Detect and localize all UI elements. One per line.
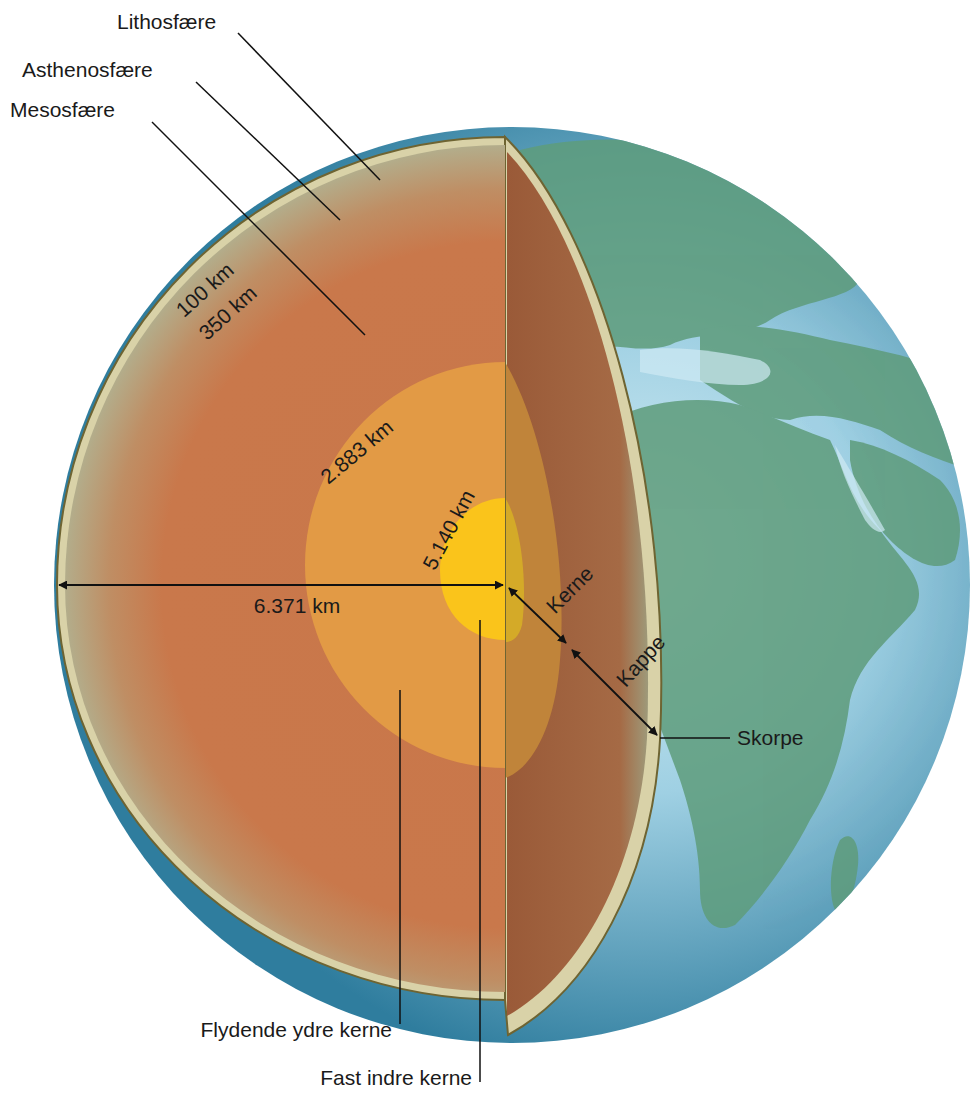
crust-band — [505, 137, 661, 1035]
leader-lines — [152, 33, 730, 1082]
leader-line — [238, 33, 380, 180]
radius-label: 6.371 km — [254, 594, 340, 618]
core-label: Flydende ydre kerne — [201, 1018, 392, 1042]
depth-label: 5.140 km — [418, 486, 480, 574]
inner-core-face — [505, 498, 524, 642]
left-cut-face — [57, 137, 505, 1000]
crust-band — [57, 137, 505, 1000]
layer-label: Mesosfære — [10, 98, 115, 122]
globe — [54, 127, 970, 1043]
leader-line — [479, 620, 481, 1082]
section-label: Kerne — [542, 562, 599, 619]
leader-line — [399, 690, 401, 1024]
section-label: Kappe — [612, 630, 671, 691]
layer-label: Lithosfære — [117, 10, 216, 34]
core-label: Fast indre kerne — [320, 1066, 472, 1090]
leader-line — [152, 122, 365, 335]
radius-arrow — [59, 584, 503, 586]
leader-line — [196, 82, 340, 220]
outer-core-section — [305, 362, 505, 768]
mantle-section — [65, 145, 505, 992]
depth-label: 2.883 km — [316, 415, 398, 489]
inland-seas — [640, 348, 885, 532]
leader-line — [660, 737, 730, 739]
outer-core-face — [505, 362, 562, 778]
layer-label: Asthenosfære — [22, 58, 153, 82]
right-cut-face — [505, 137, 661, 1035]
ocean — [54, 127, 970, 1043]
layer-label: Skorpe — [737, 726, 804, 750]
